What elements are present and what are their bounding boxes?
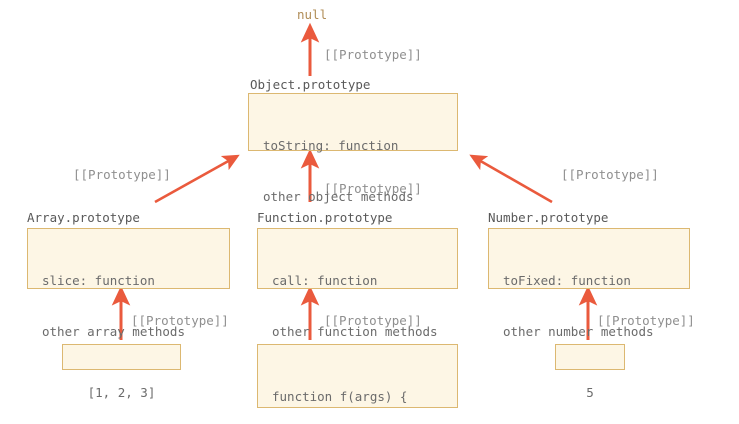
edge-label-array-instance-to-proto: [[Prototype]] [131, 313, 229, 328]
edge-label-number-instance-to-proto: [[Prototype]] [597, 313, 695, 328]
box-array-prototype-line-1: slice: function [42, 273, 155, 288]
caption-number-prototype: Number.prototype [488, 210, 609, 225]
box-array-instance-line-1: [1, 2, 3] [87, 385, 156, 400]
box-number-prototype-line-1: toFixed: function [503, 273, 631, 288]
box-number-prototype-line-2: other number methods [503, 324, 654, 339]
caption-object-prototype: Object.prototype [250, 77, 371, 92]
box-function-instance: function f(args) { ... } [257, 344, 458, 408]
box-number-instance: 5 [555, 344, 625, 400]
edge-label-array-proto-to-object: [[Prototype]] [73, 167, 171, 182]
box-function-instance-line-1: function f(args) { [272, 389, 408, 404]
box-object-prototype-line-1: toString: function [263, 138, 399, 153]
edge-label-function-proto-to-object: [[Prototype]] [324, 181, 422, 196]
box-number-instance-line-1: 5 [586, 385, 594, 400]
edge-label-function-instance-to-proto: [[Prototype]] [324, 313, 422, 328]
box-array-prototype-line-2: other array methods [42, 324, 185, 339]
edge-label-object-to-null: [[Prototype]] [324, 47, 422, 62]
arrow-number-proto-to-object [469, 154, 553, 204]
box-function-prototype-line-1: call: function [272, 273, 378, 288]
box-array-prototype: slice: function other array methods [27, 228, 230, 339]
caption-function-prototype: Function.prototype [257, 210, 393, 225]
box-function-prototype: call: function other function methods [257, 228, 458, 339]
box-array-instance: [1, 2, 3] [62, 344, 181, 400]
null-root-label: null [297, 7, 328, 22]
box-object-prototype-line-2: other object methods [263, 189, 414, 204]
box-number-prototype: toFixed: function other number methods [488, 228, 690, 339]
box-function-prototype-line-2: other function methods [272, 324, 438, 339]
box-object-prototype: toString: function other object methods [248, 93, 458, 204]
edge-label-number-proto-to-object: [[Prototype]] [561, 167, 659, 182]
caption-array-prototype: Array.prototype [27, 210, 140, 225]
